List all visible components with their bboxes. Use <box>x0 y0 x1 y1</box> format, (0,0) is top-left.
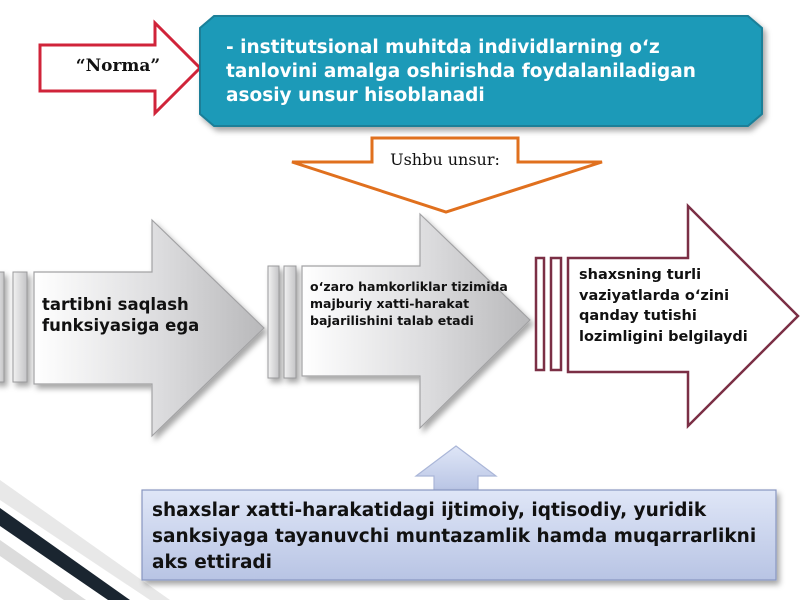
decorative-stripes <box>0 480 170 600</box>
arrow-2-group <box>267 212 531 430</box>
arrow-1-text: tartibni saqlash funksiyasiga ega <box>42 295 200 335</box>
bottom-box <box>141 489 777 581</box>
definition-text: - institutsional muhitda individlarning … <box>226 37 696 106</box>
ushbu-down-arrow <box>291 136 603 214</box>
arrow-3-text: shaxsning turli vaziyatlarda o‘zini qand… <box>579 267 748 345</box>
bottom-text: shaxslar xatti-harakatidagi ijtimoiy, iq… <box>152 500 757 573</box>
arrow-2-text: o‘zaro hamkorliklar tizimida majburiy xa… <box>310 279 508 328</box>
arrow-3-group <box>534 202 800 430</box>
arrow-1-group <box>0 218 265 438</box>
definition-box <box>199 15 763 127</box>
up-arrow <box>414 445 498 493</box>
norma-arrow <box>38 19 203 117</box>
norma-label: “Norma” <box>75 56 161 76</box>
ushbu-label: Ushbu unsur: <box>390 150 500 169</box>
